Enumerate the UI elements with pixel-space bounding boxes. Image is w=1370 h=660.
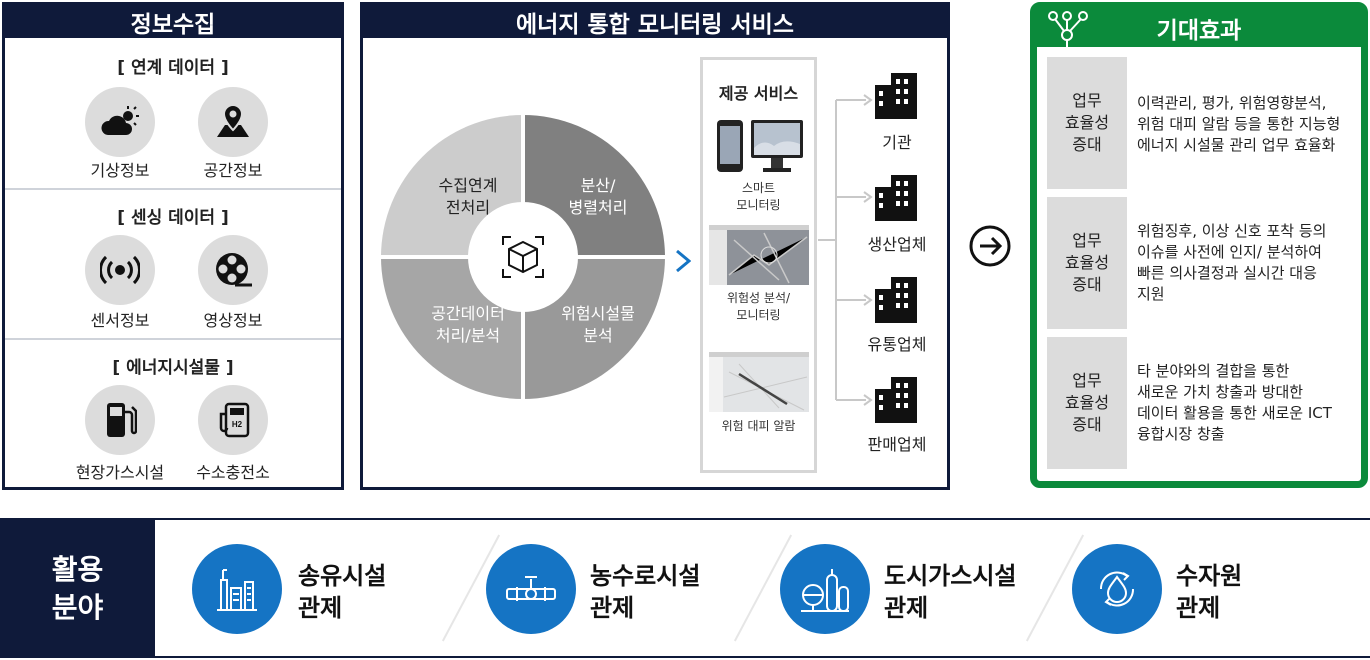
quadrant-label-top-right: 분산/병렬처리 bbox=[568, 176, 628, 217]
service-caption-evacuation-alarm: 위험 대피 알람 bbox=[721, 419, 796, 433]
process-ring bbox=[378, 112, 668, 402]
network-icon bbox=[1048, 11, 1088, 51]
map-screenshot-icon bbox=[709, 352, 809, 412]
divider bbox=[5, 338, 341, 340]
divider bbox=[5, 188, 341, 190]
oil-facility-icon bbox=[192, 544, 282, 634]
map-pin-icon bbox=[198, 87, 268, 157]
sensor-icon bbox=[85, 235, 155, 305]
services-title: 제공 서비스 bbox=[718, 84, 799, 103]
recipient-label: 기관 bbox=[882, 133, 912, 152]
label-sensor: 센서정보 bbox=[90, 311, 150, 330]
arrow-right-icon bbox=[676, 249, 691, 273]
gas-tank-icon bbox=[780, 544, 870, 634]
monitoring-title: 에너지 통합 모니터링 서비스 bbox=[363, 5, 947, 38]
label-video: 영상정보 bbox=[203, 311, 263, 330]
water-drop-icon bbox=[1072, 544, 1162, 634]
effects-header: 기대효과 bbox=[1037, 9, 1361, 47]
building-icon bbox=[875, 377, 917, 423]
section-header-linked-data: [ 연계 데이터 ] bbox=[117, 58, 229, 78]
label-weather: 기상정보 bbox=[90, 161, 150, 180]
building-icon bbox=[875, 175, 917, 221]
label-hydrogen-station: 수소충전소 bbox=[196, 463, 270, 482]
section-header-sensing-data: [ 센싱 데이터 ] bbox=[117, 208, 229, 228]
fuel-pump-icon bbox=[85, 385, 155, 455]
label-gas-facility: 현장가스시설 bbox=[75, 463, 165, 482]
building-icon bbox=[875, 277, 917, 323]
building-icon bbox=[875, 73, 917, 119]
devices-icon bbox=[717, 120, 803, 172]
collection-title: 정보수집 bbox=[5, 5, 341, 38]
weather-icon bbox=[85, 87, 155, 157]
service-caption-risk-analysis: 위험성 분석/모니터링 bbox=[726, 291, 791, 322]
circled-arrow-icon bbox=[969, 225, 1011, 267]
recipient-label: 판매업체 bbox=[867, 435, 927, 454]
connector-lines bbox=[818, 94, 873, 406]
hydrogen-station-icon: H2 bbox=[198, 385, 268, 455]
film-reel-icon bbox=[198, 235, 268, 305]
pipe-valve-icon bbox=[486, 544, 576, 634]
recipient-label: 생산업체 bbox=[867, 235, 927, 254]
collection-panel: 정보수집 [ 연계 데이터 ] 기상정보 공간정보 [ 센싱 데이터 ] 센서정… bbox=[2, 2, 344, 490]
map-screenshot-icon bbox=[709, 225, 809, 285]
label-spatial: 공간정보 bbox=[203, 161, 263, 180]
svg-text:H2: H2 bbox=[232, 420, 243, 429]
section-header-energy-facility: [ 에너지시설물 ] bbox=[112, 358, 234, 378]
effects-title: 기대효과 bbox=[1156, 18, 1242, 44]
recipient-label: 유통업체 bbox=[867, 335, 927, 354]
cube-icon bbox=[502, 236, 544, 278]
